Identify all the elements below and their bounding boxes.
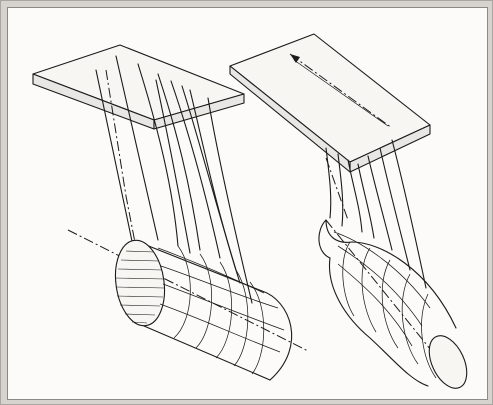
right-projection-lines: [325, 139, 427, 289]
right-plate: [229, 33, 431, 173]
right-plate-arrow: [290, 54, 300, 63]
right-projection-group: [229, 33, 468, 389]
projection-diagram: [32, 33, 468, 389]
left-projection-lines: [95, 55, 253, 304]
left-plate: [32, 44, 245, 130]
left-cylinder-axis: [67, 229, 309, 352]
right-axis-line: [325, 157, 349, 221]
left-cylinder: [114, 239, 293, 381]
figure-panel: [7, 7, 488, 400]
left-projection-group: [32, 44, 309, 381]
right-cylinder: [318, 219, 468, 389]
left-cylinder-hatch: [115, 250, 165, 324]
left-axis-line: [105, 69, 139, 259]
right-plate-axis: [289, 53, 393, 129]
